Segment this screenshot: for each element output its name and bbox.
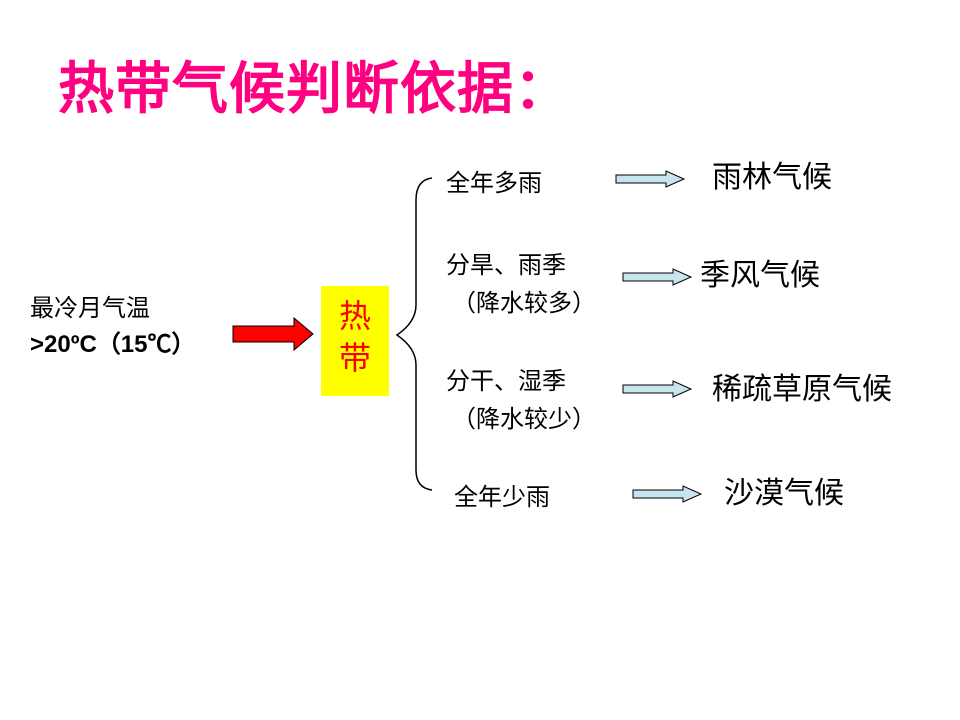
branch-1-condition: 全年多雨 bbox=[446, 169, 542, 197]
branch-4-result: 沙漠气候 bbox=[724, 476, 844, 511]
branch-3-result: 稀疏草原气候 bbox=[712, 372, 892, 407]
branch-2-note: （降水较多） bbox=[452, 289, 596, 317]
branch-2-result: 季风气候 bbox=[700, 258, 820, 293]
branch-2-condition: 分旱、雨季 bbox=[446, 251, 566, 279]
zone-char-1: 热 bbox=[338, 297, 371, 335]
branch-1-result: 雨林气候 bbox=[712, 160, 832, 195]
branch-arrow-4 bbox=[632, 485, 703, 503]
branch-3-condition: 分干、湿季 bbox=[446, 367, 566, 395]
zone-char-2: 带 bbox=[338, 339, 371, 377]
branch-arrow-3 bbox=[622, 380, 693, 398]
curly-brace bbox=[395, 177, 433, 491]
branch-arrow-2 bbox=[622, 268, 693, 286]
condition-value: >20ºC（15℃） bbox=[30, 331, 196, 358]
branch-3-note: （降水较少） bbox=[452, 405, 596, 433]
branch-4-condition: 全年少雨 bbox=[454, 483, 550, 511]
main-arrow bbox=[232, 316, 314, 352]
condition-label: 最冷月气温 bbox=[30, 294, 150, 322]
tropical-zone-box: 热 带 bbox=[321, 286, 389, 396]
branch-arrow-1 bbox=[615, 170, 686, 188]
page-title: 热带气候判断依据： bbox=[58, 57, 571, 122]
